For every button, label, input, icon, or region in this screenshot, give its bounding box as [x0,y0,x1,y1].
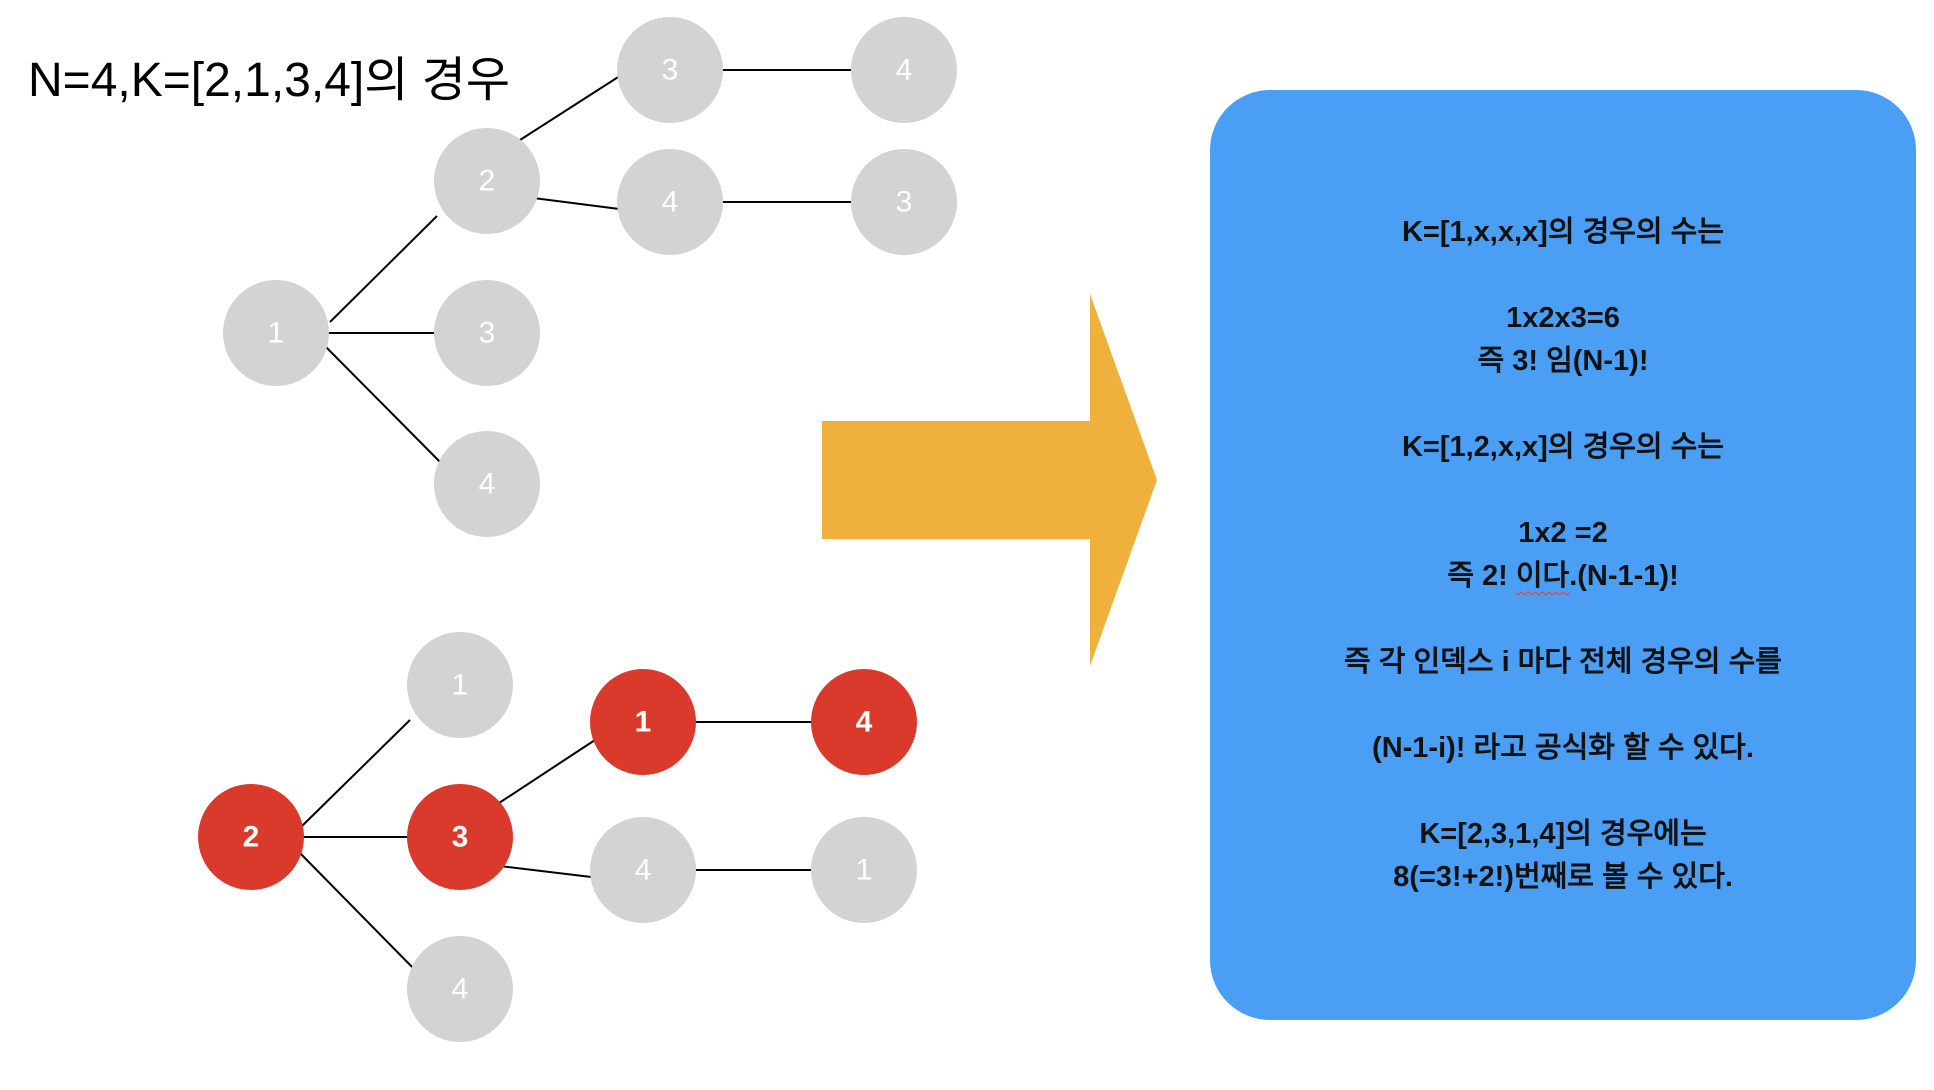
tree-node: 4 [434,431,540,537]
node-circle [407,936,513,1042]
tree-bottom-nodes: 2 1 3 4 1 4 4 1 [198,632,917,1042]
node-label: 1 [268,317,285,350]
tree-node: 4 [811,669,917,775]
node-circle [590,669,696,775]
info-line: 즉 3! 임(N-1)! [1477,345,1649,377]
info-line: 1x2x3=6 [1506,302,1620,334]
edge-2-1 [301,719,411,827]
node-circle [434,128,540,234]
info-line: (N-1-i)! 라고 공식화 할 수 있다. [1372,732,1754,764]
tree-node: 2 [434,128,540,234]
tree-node: 3 [434,280,540,386]
explanation-box: K=[1,x,x,x]의 경우의 수는 1x2x3=6 즉 3! 임(N-1)!… [1210,90,1916,1020]
node-circle [811,669,917,775]
info-line: 1x2 =2 [1518,517,1608,549]
spellcheck-underlined-text: 이다 [1515,560,1570,592]
node-circle [851,17,957,123]
edge-2-3 [519,71,627,141]
node-label: 4 [662,186,679,219]
tree-node: 3 [617,17,723,123]
info-text: 즉 2! [1447,560,1516,592]
info-line: K=[2,3,1,4]의 경우에는 [1419,818,1707,850]
tree-node: 1 [590,669,696,775]
node-label: 3 [896,186,913,219]
tree-node: 1 [811,817,917,923]
tree-bottom-edges [293,719,845,974]
diagram-title: N=4,K=[2,1,3,4]의 경우 [28,54,511,107]
node-circle [851,149,957,255]
node-label: 4 [856,706,873,739]
node-circle [407,632,513,738]
info-line: K=[1,2,x,x]의 경우의 수는 [1401,431,1725,463]
edge-1-4 [321,342,447,469]
tree-top-nodes: 1 2 3 4 3 4 4 3 [223,17,957,537]
node-circle [590,817,696,923]
tree-node: 4 [851,17,957,123]
node-circle [198,784,304,890]
node-circle [407,784,513,890]
tree-node: 4 [407,936,513,1042]
node-label: 1 [856,854,873,887]
node-label: 1 [635,706,652,739]
right-arrow-icon [822,294,1157,666]
info-line: 즉 각 인덱스 i 마다 전체 경우의 수를 [1344,646,1782,678]
tree-node: 1 [407,632,513,738]
tree-node: 1 [223,280,329,386]
info-line-formula: 즉 2! 이다.(N-1-1)! [1447,555,1679,598]
info-line: 8(=3!+2!)번째로 볼 수 있다. [1393,861,1733,893]
node-circle [617,17,723,123]
node-label: 4 [479,468,496,501]
tree-node: 4 [590,817,696,923]
tree-node: 3 [851,149,957,255]
edge-3-1 [492,737,599,808]
tree-node: 4 [617,149,723,255]
node-circle [434,431,540,537]
tree-node: 3 [407,784,513,890]
tree-node: 2 [198,784,304,890]
node-label: 1 [452,669,469,702]
tree-top-edges [321,69,871,469]
node-circle [811,817,917,923]
node-label: 2 [243,821,260,854]
node-label: 4 [452,973,469,1006]
edge-2-4 [293,846,419,974]
node-circle [223,280,329,386]
edge-1-2 [329,215,438,323]
info-text: .(N-1-1)! [1569,560,1679,592]
node-label: 4 [896,54,913,87]
node-label: 4 [635,854,652,887]
info-line: K=[1,x,x,x]의 경우의 수는 [1401,216,1725,248]
node-label: 3 [479,317,496,350]
node-label: 3 [662,54,679,87]
node-circle [617,149,723,255]
node-label: 3 [452,821,469,854]
node-circle [434,280,540,386]
node-label: 2 [479,165,496,198]
